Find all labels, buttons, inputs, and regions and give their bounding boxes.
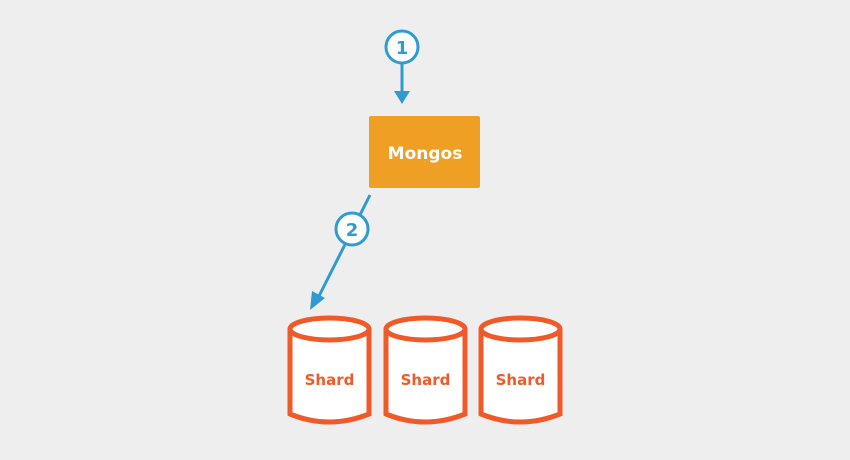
database-cylinder-icon (287, 329, 372, 425)
mongos-node: Mongos (369, 116, 480, 188)
shard-2: Shard (383, 315, 468, 425)
step-1-badge (384, 29, 420, 65)
mongos-label: Mongos (388, 144, 463, 164)
shard-label: Shard (305, 371, 355, 389)
shard-1: Shard (287, 315, 372, 425)
shard-3: Shard (478, 315, 563, 425)
arrowhead-icon (310, 291, 325, 310)
database-cylinder-icon (383, 329, 468, 425)
shard-label: Shard (496, 371, 546, 389)
database-cylinder-icon (478, 329, 563, 425)
step-1-arrow: 1 (384, 29, 420, 104)
arrowhead-icon (394, 91, 410, 104)
step-1-label: 1 (396, 38, 409, 59)
shard-label: Shard (401, 371, 451, 389)
step-2-arrow: 2 (310, 194, 372, 310)
step-2-badge (334, 211, 370, 247)
step-2-label: 2 (346, 220, 359, 241)
